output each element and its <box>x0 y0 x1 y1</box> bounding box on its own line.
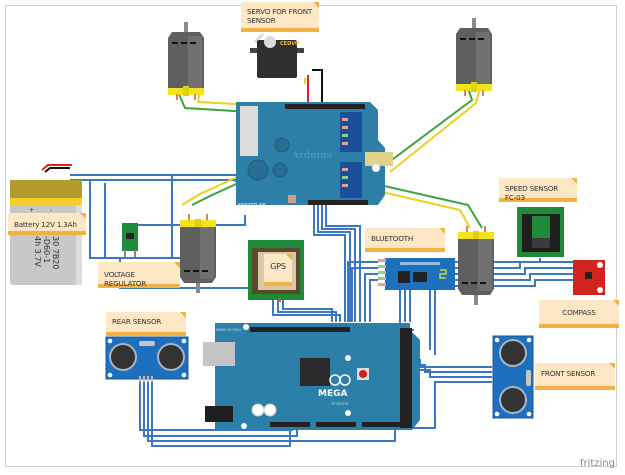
shield-logo: SNOOTLAB <box>238 203 266 209</box>
motor-bottom-left <box>180 214 216 293</box>
motor-shield: Arduino SNOOTLAB <box>236 102 393 209</box>
mega-model: MEGA <box>318 389 347 399</box>
compass-module <box>573 260 605 295</box>
servo: CEDVO <box>250 32 304 78</box>
motor-bottom-right <box>458 226 494 305</box>
rear-ultrasonic-pins <box>139 376 153 382</box>
motor-top-right <box>456 18 492 96</box>
battery-plus: + <box>29 207 34 214</box>
note-battery: Battery 12V 1.3Ah <box>8 213 86 235</box>
note-speed-sensor: SPEED SENSOR FC-03 <box>499 178 577 202</box>
made-in-italy: MADE IN ITALY <box>216 328 242 332</box>
arduino-mega: MEGA Arduino MADE IN ITALY <box>203 323 420 430</box>
rear-ultrasonic <box>105 336 189 380</box>
note-servo: SERVO FOR FRONT SENSOR <box>241 2 319 32</box>
speed-sensor <box>517 207 564 257</box>
servo-brand: CEDVO <box>280 41 299 47</box>
battery-print-3: 4h 3.7V <box>33 236 42 267</box>
motor-top-left <box>168 22 204 100</box>
note-bluetooth: BLUETOOTH <box>365 228 445 252</box>
battery-print-1: 30 7B20 <box>51 236 60 269</box>
voltage-regulator <box>122 223 138 257</box>
note-compass: COMPASS <box>539 300 619 328</box>
front-ultrasonic <box>492 335 534 419</box>
note-rear-sensor: REAR SENSOR <box>106 312 186 336</box>
battery-print-2: -D60-1 <box>42 236 51 263</box>
shield-brand: Arduino <box>291 151 333 161</box>
note-voltage-regulator: VOLTAGE REGULATOR <box>98 262 180 288</box>
note-gps: GPS <box>264 254 292 286</box>
bluetooth-module <box>378 258 455 290</box>
battery-minus: - <box>50 207 52 214</box>
mega-brand: Arduino <box>331 401 349 407</box>
fritzing-watermark: fritzing <box>579 458 615 469</box>
note-front-sensor: FRONT SENSOR <box>535 363 615 390</box>
